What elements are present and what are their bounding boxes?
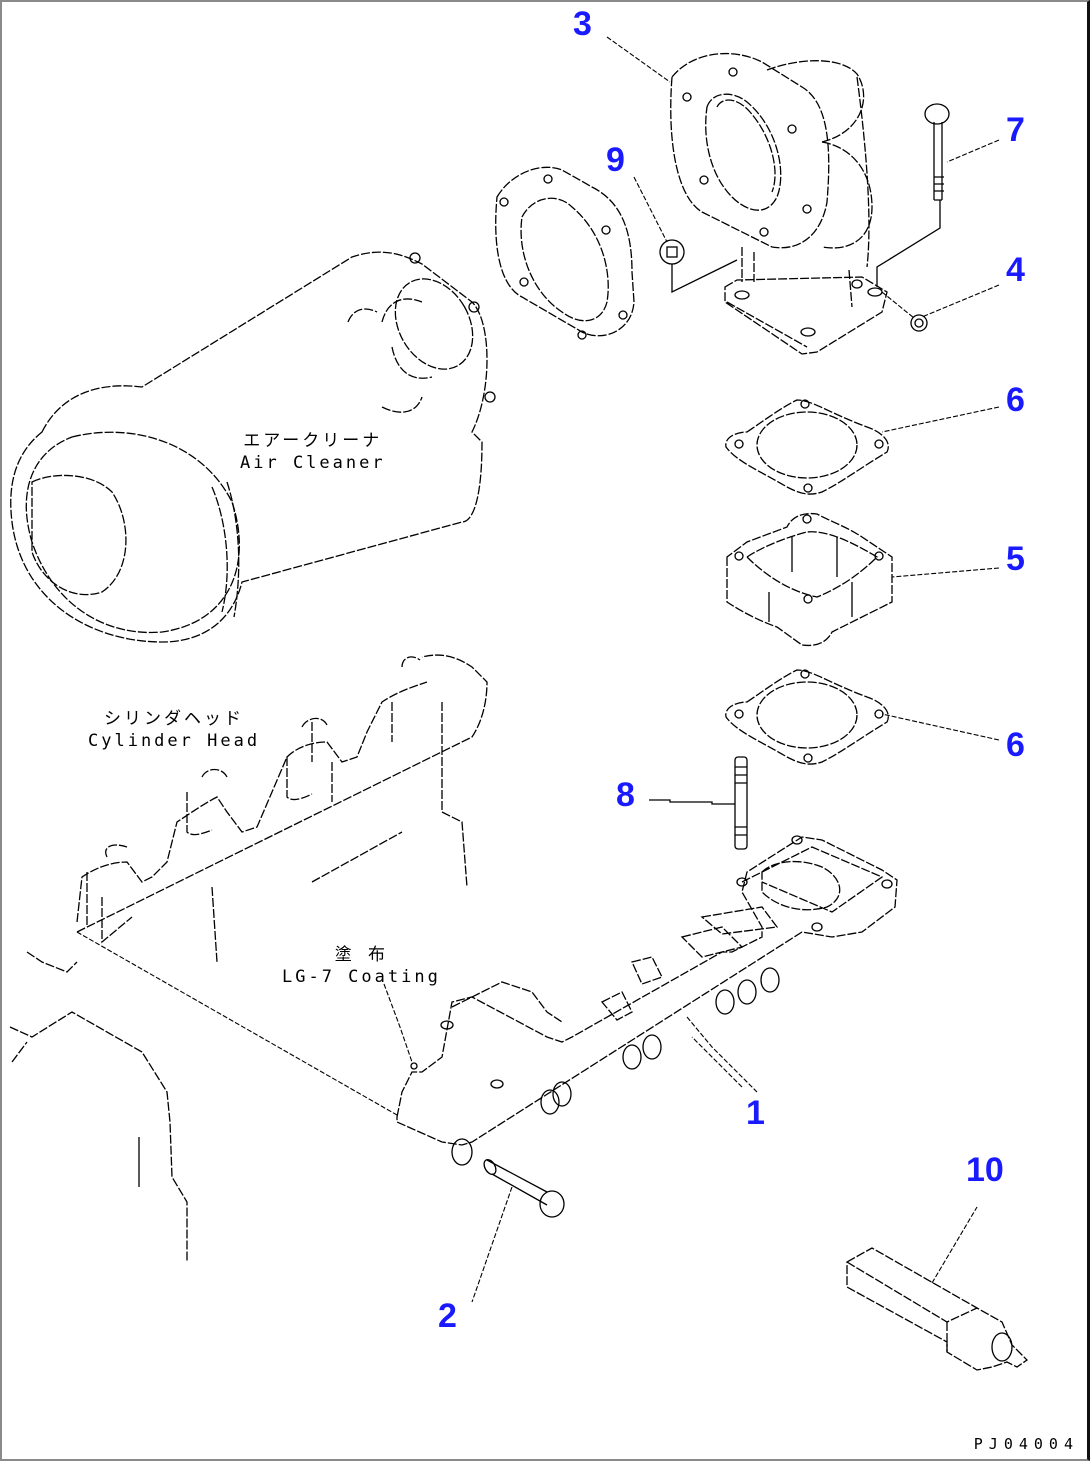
drawing-id: PJ04004 bbox=[973, 1435, 1079, 1453]
gasket-lower-drawing bbox=[725, 669, 889, 765]
callout-2: 2 bbox=[438, 1297, 457, 1335]
callout-6-lower: 6 bbox=[1006, 726, 1025, 764]
callout-1: 1 bbox=[746, 1094, 765, 1132]
cylinder-head-label-en: Cylinder Head bbox=[88, 731, 261, 752]
air-cleaner-label: エアークリーナ Air Cleaner bbox=[240, 430, 386, 474]
exhaust-manifold-drawing bbox=[396, 835, 898, 1166]
callout-3: 3 bbox=[573, 5, 592, 43]
cylinder-head-label: シリンダヘッド Cylinder Head bbox=[88, 708, 260, 752]
bolt-7-drawing bbox=[876, 103, 950, 287]
coating-leader-drawing bbox=[383, 983, 418, 1070]
callout-5: 5 bbox=[1006, 540, 1025, 578]
nut-9-drawing bbox=[659, 239, 738, 294]
callout-9: 9 bbox=[606, 141, 625, 179]
callout-6-upper: 6 bbox=[1006, 381, 1025, 419]
gasket-upper-drawing bbox=[725, 399, 889, 495]
spacer-drawing bbox=[726, 512, 893, 647]
callout-4: 4 bbox=[1006, 251, 1025, 289]
air-cleaner-label-jp: エアークリーナ bbox=[243, 431, 383, 451]
background-block-drawing bbox=[9, 931, 398, 1262]
air-cleaner-drawing bbox=[10, 251, 496, 643]
coating-label: 塗 布 LG-7 Coating bbox=[282, 944, 441, 988]
stud-8-drawing bbox=[649, 756, 748, 850]
bolt-2-drawing bbox=[471, 1158, 565, 1303]
callout-7: 7 bbox=[1006, 111, 1025, 149]
cylinder-head-drawing bbox=[26, 654, 488, 973]
callout-leaders bbox=[606, 36, 1000, 1088]
coating-label-jp: 塗 布 bbox=[334, 945, 389, 965]
cylinder-head-label-jp: シリンダヘッド bbox=[104, 709, 245, 729]
air-cleaner-label-en: Air Cleaner bbox=[240, 453, 386, 474]
tool-10-drawing bbox=[846, 1206, 1029, 1371]
elbow-drawing bbox=[670, 52, 888, 355]
elbow-gasket-drawing bbox=[495, 166, 635, 340]
callout-8: 8 bbox=[616, 776, 635, 814]
nut-4-drawing bbox=[881, 291, 928, 332]
callout-10: 10 bbox=[966, 1151, 1004, 1189]
coating-label-en: LG-7 Coating bbox=[282, 967, 441, 988]
